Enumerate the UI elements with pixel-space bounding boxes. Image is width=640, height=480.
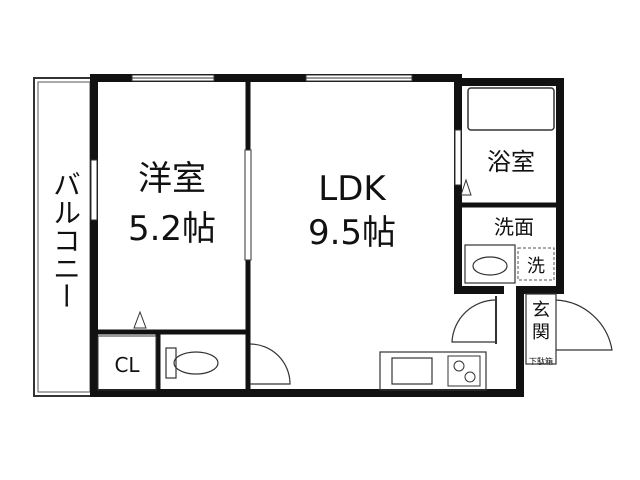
washbasin: [464, 244, 516, 284]
washbasin-bowl: [472, 256, 508, 276]
washroom-door-swing: [451, 299, 497, 343]
stove: [447, 355, 481, 387]
bath-door-arrow: [460, 178, 472, 196]
closet-arrow: [133, 310, 147, 329]
entrance-door-swing: [555, 299, 613, 351]
western-room-name: 洋室: [138, 159, 206, 199]
burner-2: [464, 371, 476, 383]
entrance-floor: [525, 293, 557, 365]
windows: [90, 74, 413, 261]
closet-area: [97, 335, 157, 391]
burner-1: [453, 360, 465, 372]
outer-walls: [90, 74, 564, 397]
washer-label: 洗: [527, 256, 545, 277]
closet-label: CL: [114, 353, 140, 377]
kitchen-counter: [379, 351, 487, 391]
bathtub: [467, 87, 555, 131]
ldk-name: LDK: [318, 169, 387, 209]
bath-door: [454, 129, 462, 186]
toilet-tank: [165, 347, 177, 379]
toilet-door-swing: [249, 343, 291, 385]
entrance-label-bottom: 関: [532, 322, 550, 343]
entrance-label-top: 玄: [532, 300, 550, 321]
shoe-box-label: 下駄箱: [529, 356, 553, 366]
balcony-label: バルコニー: [49, 170, 82, 310]
bathroom-label: 浴室: [487, 148, 535, 176]
western-room-size: 5.2帖: [128, 209, 216, 249]
washer-space: [517, 247, 555, 281]
ldk-size: 9.5帖: [308, 213, 396, 253]
toilet-bowl: [173, 351, 219, 375]
kitchen-sink: [391, 357, 433, 385]
washroom-label: 洗面: [494, 215, 534, 239]
